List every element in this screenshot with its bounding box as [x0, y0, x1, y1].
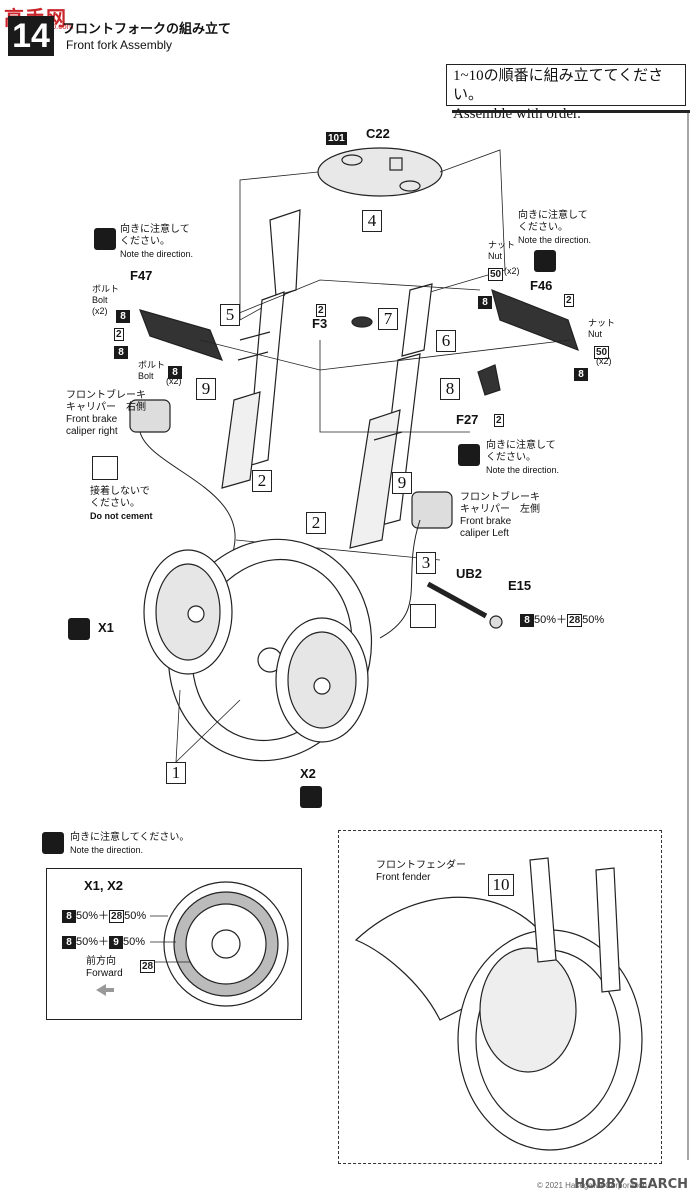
part-f27: F27 — [456, 412, 479, 427]
step-box-8: 8 — [440, 378, 460, 400]
step-box-9b: 9 — [392, 472, 412, 494]
step-box-3: 3 — [416, 552, 436, 574]
note-direction-left: 向きに注意してください。Note the direction. — [120, 224, 194, 259]
warning-icon — [458, 444, 480, 466]
warning-icon — [68, 618, 90, 640]
note-direction-f27: 向きに注意してください。Note the direction. — [486, 440, 560, 475]
fender-detail-box — [338, 830, 662, 1164]
wheel-title: X1, X2 — [84, 878, 124, 893]
badge-50: 50 — [488, 268, 504, 281]
hobby-search-logo: HOBBY SEARCH — [574, 1177, 688, 1192]
forward-arrow — [96, 984, 106, 996]
step-title-jp: フロントフォークの組み立て — [62, 21, 232, 36]
part-x2: X2 — [300, 766, 316, 781]
badge-8: 8 — [114, 342, 128, 360]
nut-x2: (x2) — [504, 266, 520, 276]
badge-8: 8 — [574, 364, 588, 382]
order-note-shadow — [452, 110, 690, 113]
warning-icon — [94, 228, 116, 250]
badge-2: 2 — [564, 294, 574, 307]
warning-icon — [534, 250, 556, 272]
step-box-9a: 9 — [196, 378, 216, 400]
order-note-jp: 1~10の順番に組み立ててください。 — [453, 68, 664, 103]
bolt-x2: (x2) — [166, 376, 182, 386]
badge-50: 50 — [594, 346, 610, 359]
note-direction-wheel: 向きに注意してください。Note the direction. — [70, 832, 190, 855]
badge-8: 8 — [478, 292, 492, 310]
part-c22: C22 — [366, 126, 390, 141]
warning-icon — [42, 832, 64, 854]
badge-2: 2 — [316, 304, 326, 317]
badge-2: 2 — [114, 328, 124, 341]
warning-icon — [300, 786, 322, 808]
no-cement-icon — [410, 604, 436, 628]
badge-28: 28 — [140, 960, 156, 973]
step-box-5: 5 — [220, 304, 240, 326]
step-box-10: 10 — [488, 874, 514, 896]
wheel-detail-box — [46, 868, 302, 1020]
step-number: 14 — [8, 16, 54, 56]
badge-8: 8 — [116, 306, 130, 324]
no-cement-note: 接着しないでください。Do not cement — [90, 486, 153, 521]
part-x1: X1 — [98, 620, 114, 635]
no-cement-icon — [92, 456, 118, 480]
part-f47: F47 — [130, 268, 153, 283]
note-direction-right: 向きに注意してください。Note the direction. — [518, 210, 592, 245]
part-e15: E15 — [508, 578, 532, 593]
nut-x2: (x2) — [596, 356, 612, 366]
badge-8: 8 — [168, 362, 182, 380]
step-box-7: 7 — [378, 308, 398, 330]
step-box-6: 6 — [436, 330, 456, 352]
step-box-1: 1 — [166, 762, 186, 784]
step-box-2b: 2 — [306, 512, 326, 534]
top-bracket-shape — [317, 147, 443, 197]
step-box-4: 4 — [362, 210, 382, 232]
copyright: © 2021 Hasegawa Corporation — [537, 1181, 647, 1190]
step-title-en: Front fork Assembly — [66, 38, 173, 52]
step-box-2a: 2 — [252, 470, 272, 492]
part-ub2: UB2 — [456, 566, 483, 581]
badge-2: 2 — [494, 414, 504, 427]
part-f46: F46 — [530, 278, 553, 293]
part-c22-badge: 101 — [326, 132, 347, 145]
part-f3: F3 — [312, 316, 328, 331]
